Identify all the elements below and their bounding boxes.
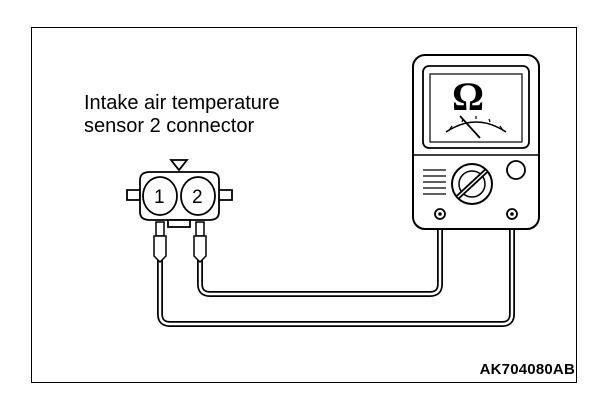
probe-pin2 [193,221,207,264]
pin-cavity-2 [180,176,216,216]
meter-adjust-button [506,160,526,180]
meter-needle [459,115,481,139]
meter-scale-arc [445,121,507,133]
connector-lock-tab [169,159,189,172]
pin-label-2: 2 [192,187,203,208]
wire-pin2-to-meter-left [197,218,443,297]
wire-pin1-to-meter-right [157,218,515,327]
diagram-frame [31,27,577,383]
sensor-connector [126,159,233,228]
meter-vent-slots [423,169,446,195]
connector-right-ear [217,189,233,201]
probe-pin1 [153,221,167,264]
connector-left-ear [126,189,141,201]
connector-caption: Intake air temperature sensor 2 connecto… [84,92,280,138]
pin-label-1: 1 [154,187,165,208]
caption-line-2: sensor 2 connector [84,115,255,137]
ohm-symbol: Ω [452,74,484,119]
pin-cavity-1 [142,176,178,216]
ohmmeter: Ω [412,54,540,230]
test-lead-wires [157,218,515,327]
caption-line-1: Intake air temperature [84,92,280,114]
figure-reference-code: AK704080AB [479,361,575,378]
